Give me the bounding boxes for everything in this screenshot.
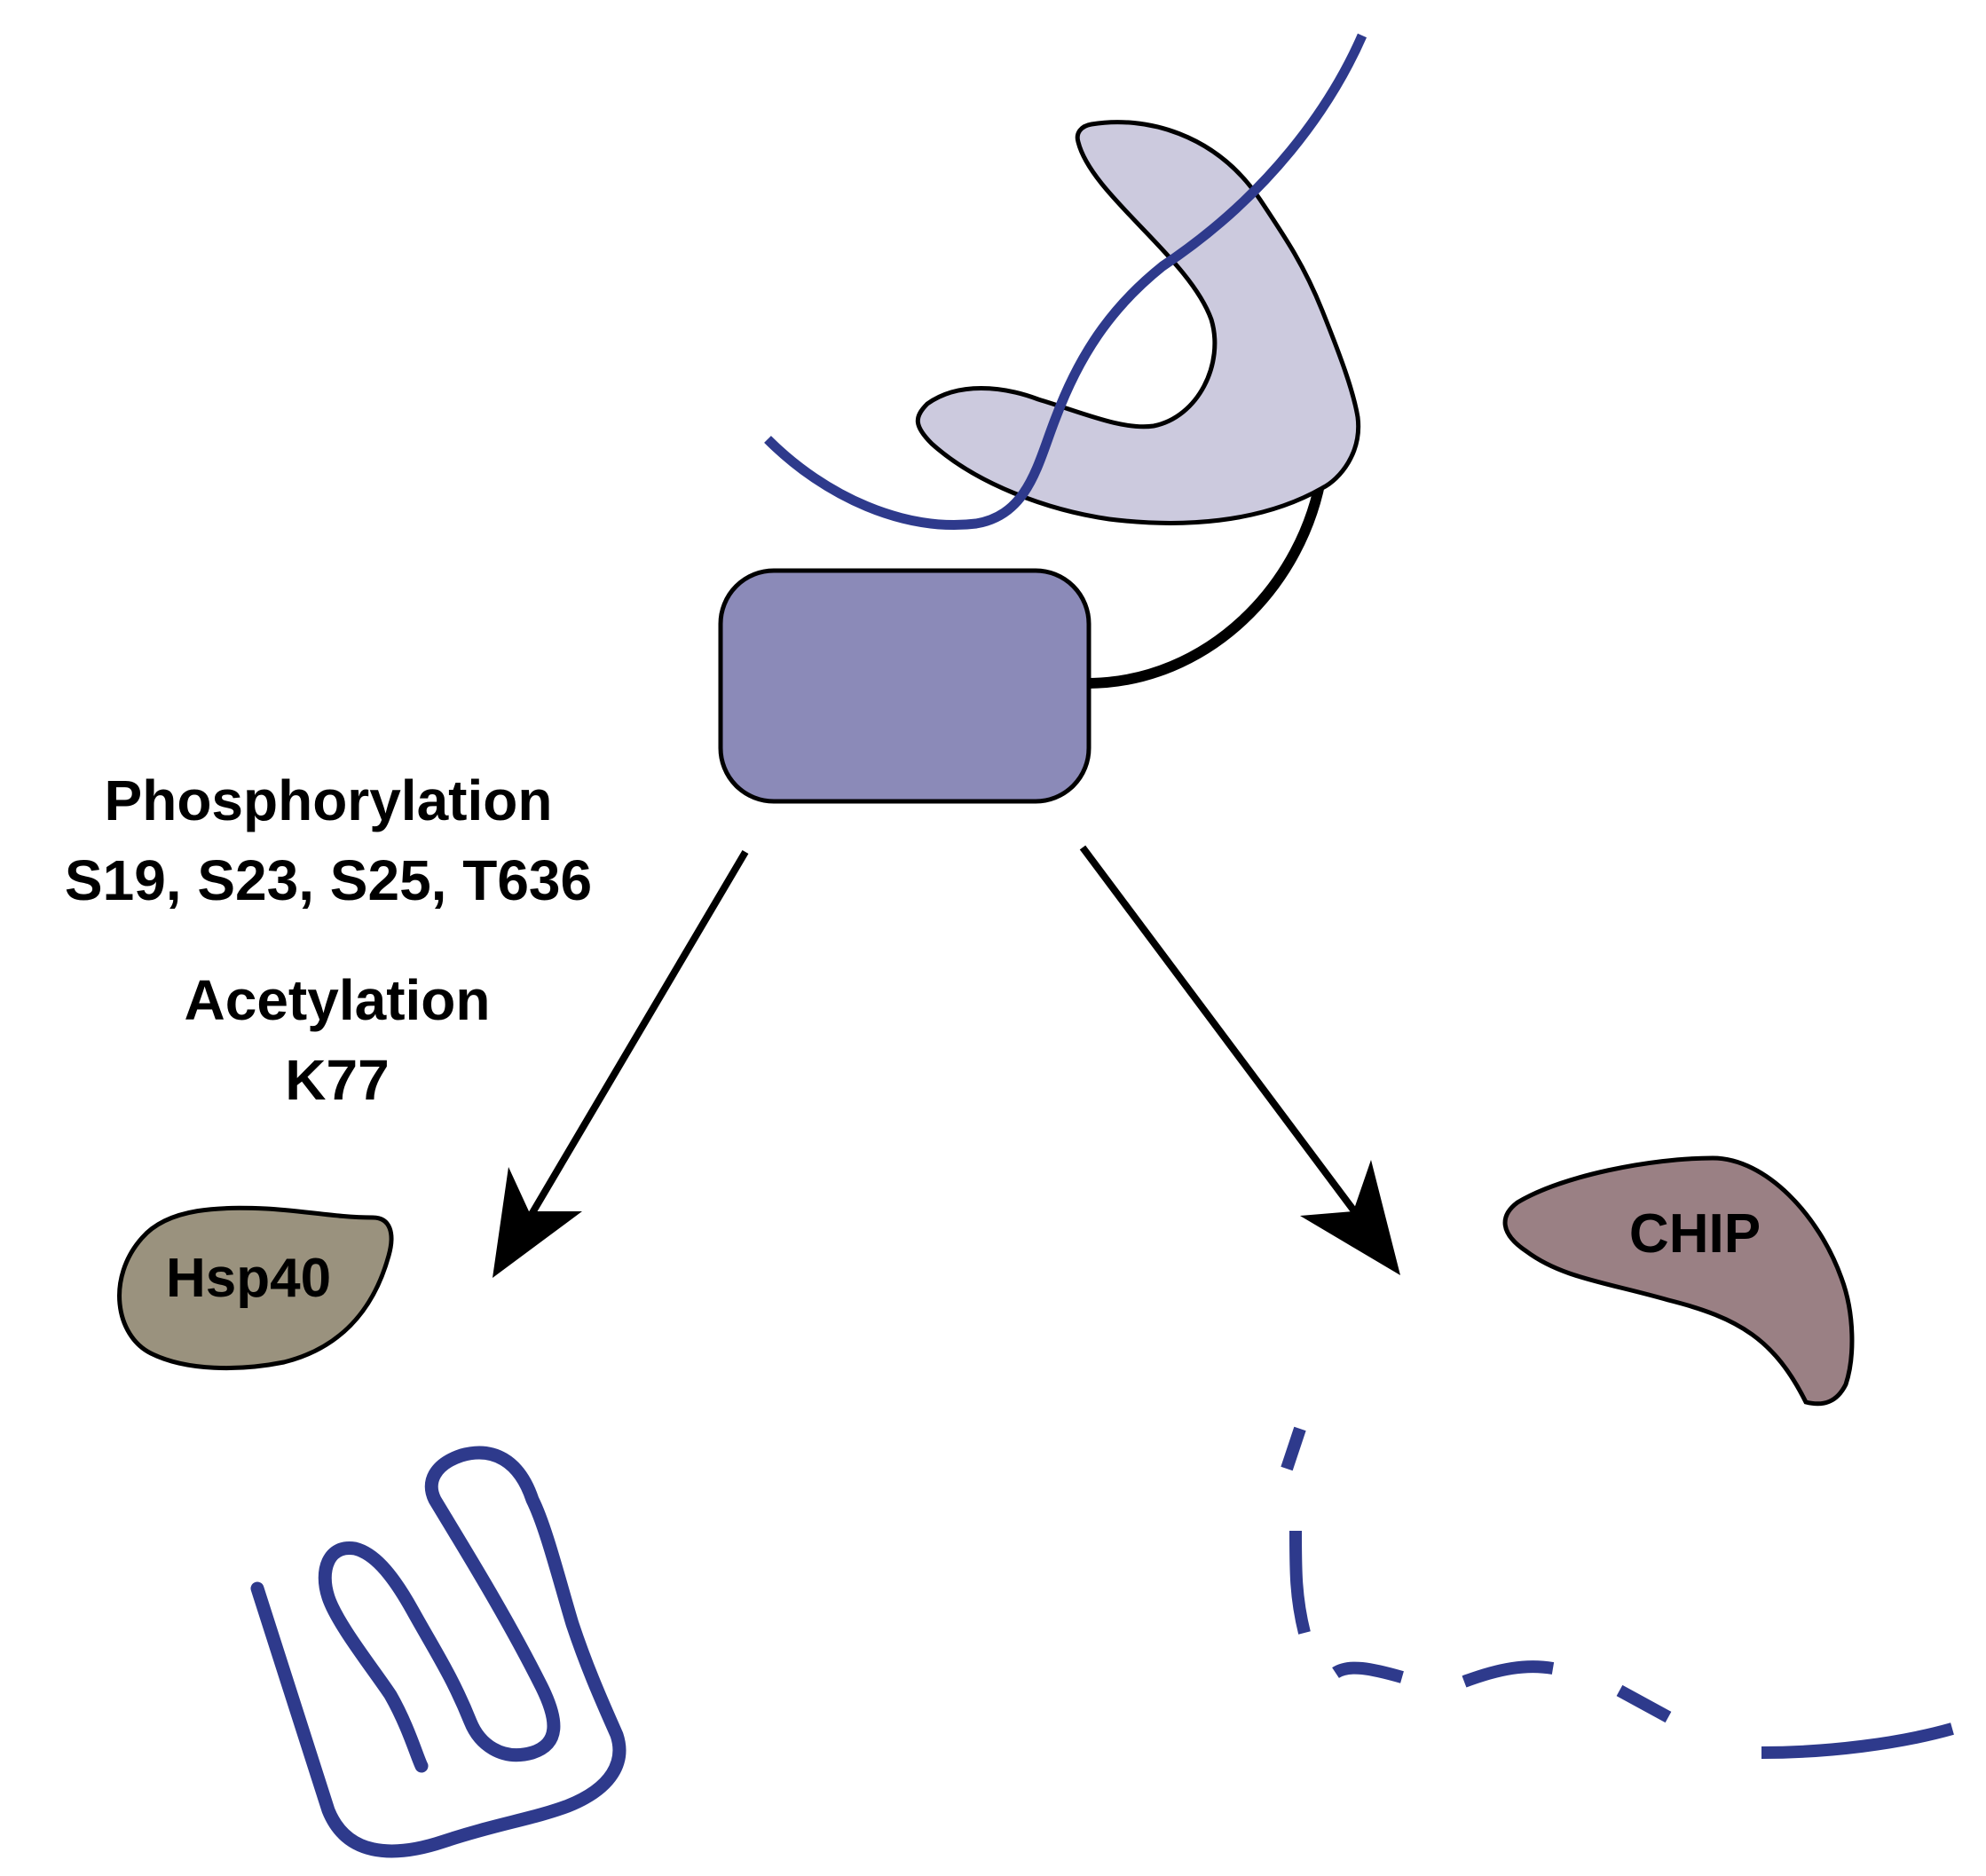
arrow-to-degradation	[1079, 845, 1361, 1218]
arrow-to-folding-head	[493, 1167, 582, 1278]
chip-label: CHIP	[1628, 1203, 1761, 1265]
degraded-substrate-fragment	[1332, 1661, 1404, 1683]
hsp40-label: Hsp40	[165, 1248, 332, 1309]
chip-protein	[1502, 1155, 1855, 1407]
substrate-binding-domain	[915, 120, 1361, 525]
arrow-to-folding	[527, 849, 749, 1218]
folded-substrate	[250, 1446, 627, 1858]
phosphorylation-sites: S19, S23, S25, T636	[64, 848, 593, 912]
interdomain-linker	[1086, 469, 1328, 689]
bound-substrate-chain	[764, 33, 1367, 530]
degraded-substrate-fragment	[1616, 1684, 1672, 1723]
degraded-substrate-fragment	[1289, 1530, 1311, 1635]
acetylation-sites: K77	[285, 1048, 390, 1112]
nucleotide-binding-domain	[718, 568, 1092, 804]
arrow-to-degradation-head	[1300, 1160, 1400, 1275]
acetylation-title: Acetylation	[184, 968, 491, 1032]
phosphorylation-title: Phosphorylation	[104, 769, 553, 832]
degraded-substrate-fragment	[1761, 1722, 1954, 1759]
degraded-substrate-fragment	[1462, 1660, 1555, 1688]
degraded-substrate-fragment	[1281, 1426, 1306, 1471]
hsp40-protein	[117, 1205, 394, 1371]
